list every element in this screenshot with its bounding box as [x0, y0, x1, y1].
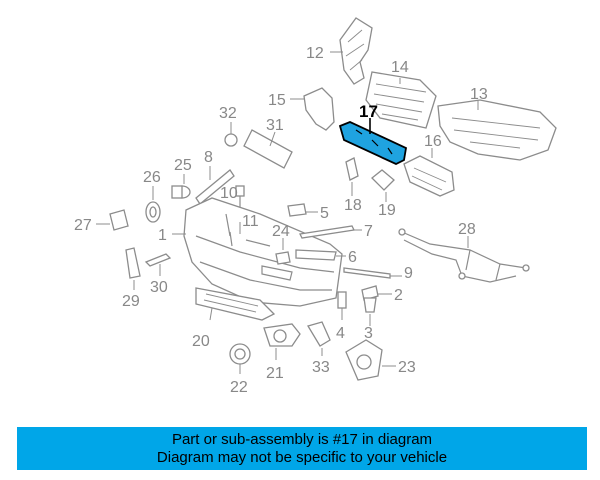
part-29: 29 [122, 247, 141, 310]
part-7: 7 [299, 223, 373, 240]
part-13: 13 [437, 86, 557, 161]
callout-4: 4 [336, 325, 345, 342]
callout-24: 24 [272, 223, 290, 240]
parts-diagram: 12 14 13 15 17 32 31 [74, 17, 557, 396]
part-17: 17 [338, 102, 408, 165]
part-18: 18 [344, 157, 362, 214]
callout-13: 13 [470, 86, 488, 103]
callout-28: 28 [458, 221, 476, 238]
part-9: 9 [343, 265, 413, 282]
callout-31: 31 [266, 117, 284, 134]
part-6: 6 [295, 249, 357, 266]
caption-banner: Part or sub-assembly is #17 in diagram D… [17, 427, 587, 470]
part-28-wiring-harness: 28 [398, 221, 530, 283]
part-10: 10 [220, 185, 245, 212]
callout-16: 16 [424, 133, 442, 150]
part-11: 11 [225, 213, 259, 237]
callout-3: 3 [364, 325, 373, 342]
part-14: 14 [365, 59, 437, 129]
part-23: 23 [345, 339, 416, 381]
part-21: 21 [263, 323, 301, 382]
callout-2: 2 [394, 287, 403, 304]
part-2: 2 [361, 285, 403, 304]
callout-30: 30 [150, 279, 168, 296]
callout-6: 6 [348, 249, 357, 266]
callout-21: 21 [266, 365, 284, 382]
callout-1: 1 [158, 227, 167, 244]
part-25: 25 [171, 157, 192, 199]
part-19: 19 [371, 169, 396, 219]
callout-29: 29 [122, 293, 140, 310]
part-31: 31 [243, 117, 293, 169]
part-4: 4 [336, 291, 347, 342]
callout-7: 7 [364, 223, 373, 240]
part-32: 32 [219, 105, 238, 147]
callout-23: 23 [398, 359, 416, 376]
callout-12: 12 [306, 45, 324, 62]
part-5: 5 [287, 203, 329, 222]
callout-11: 11 [242, 213, 259, 230]
part-27: 27 [74, 209, 129, 234]
callout-5: 5 [320, 205, 329, 222]
part-1-bumper-cover: 1 [158, 197, 343, 307]
callout-26: 26 [143, 169, 161, 186]
callout-9: 9 [404, 265, 413, 282]
callout-32: 32 [219, 105, 237, 122]
callout-22: 22 [230, 379, 248, 396]
part-22: 22 [229, 343, 251, 396]
callout-10: 10 [220, 185, 238, 202]
part-33: 33 [307, 321, 331, 376]
part-26: 26 [143, 169, 161, 223]
callout-14: 14 [391, 59, 409, 76]
part-12: 12 [306, 17, 373, 85]
callout-8: 8 [204, 149, 213, 166]
callout-27: 27 [74, 217, 92, 234]
callout-25: 25 [174, 157, 192, 174]
part-20: 20 [192, 287, 276, 350]
part-30: 30 [144, 253, 172, 296]
part-3: 3 [363, 297, 377, 342]
part-16: 16 [403, 133, 455, 197]
part-24: 24 [272, 223, 291, 265]
callout-19: 19 [378, 202, 396, 219]
caption-line-1: Part or sub-assembly is #17 in diagram [171, 431, 433, 448]
part-15: 15 [268, 87, 335, 131]
callout-15: 15 [268, 92, 286, 109]
callout-17: 17 [359, 102, 378, 121]
callout-33: 33 [312, 359, 330, 376]
part-8: 8 [195, 149, 235, 205]
callout-20: 20 [192, 333, 210, 350]
callout-18: 18 [344, 197, 362, 214]
caption-line-2: Diagram may not be specific to your vehi… [156, 449, 448, 466]
